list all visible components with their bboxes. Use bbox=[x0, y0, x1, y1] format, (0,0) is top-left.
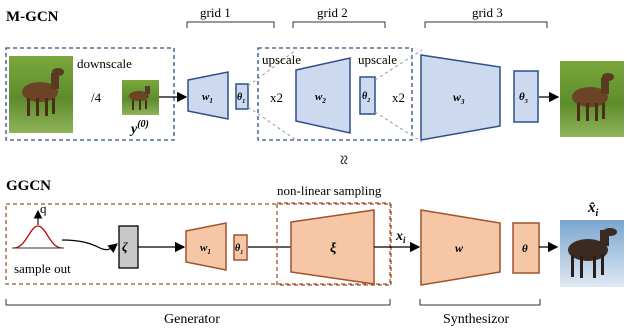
mgcn-w3-label: w3 bbox=[453, 90, 465, 106]
generator-bracket bbox=[5, 299, 391, 306]
grid3-label: grid 3 bbox=[472, 5, 503, 20]
ggcn-w1-block bbox=[185, 222, 227, 271]
input-image bbox=[9, 56, 73, 133]
y0-image bbox=[122, 80, 159, 115]
downscale-box bbox=[5, 47, 175, 141]
mgcn-w2-label: w2 bbox=[315, 91, 326, 105]
xi-block bbox=[290, 209, 375, 285]
ggcn-theta1-block bbox=[233, 234, 248, 261]
sample-out-label: sample out bbox=[14, 261, 71, 276]
synth-w-block bbox=[420, 209, 501, 286]
mgcn-theta2-label: θ2 bbox=[362, 91, 370, 104]
mgcn-w2-block bbox=[295, 57, 351, 134]
connector-1a bbox=[247, 49, 297, 87]
connector-1b bbox=[247, 106, 297, 141]
xi-label: xi bbox=[395, 229, 406, 245]
grid3-bracket bbox=[424, 21, 548, 28]
grid1-label: grid 1 bbox=[200, 5, 231, 20]
mgcn-w1-block bbox=[187, 71, 229, 120]
generated-image bbox=[560, 220, 624, 287]
connector-2b bbox=[374, 111, 423, 143]
synthesizor-label: Synthesizor bbox=[443, 312, 509, 327]
nonlinear-box bbox=[276, 202, 391, 286]
x2-label-a: x2 bbox=[270, 90, 283, 105]
mgcn-theta1-label: θ1 bbox=[237, 92, 245, 105]
y0-label: y(0) bbox=[129, 119, 149, 137]
sample-arrow bbox=[61, 239, 118, 253]
ggcn-title: GGCN bbox=[6, 178, 51, 194]
grid2-bracket bbox=[292, 21, 386, 28]
xi-symbol: ξ bbox=[330, 241, 337, 256]
mgcn-theta3-block bbox=[513, 70, 539, 123]
synth-w-label: w bbox=[455, 241, 464, 255]
mgcn-theta3-label: θ3 bbox=[519, 91, 528, 105]
div4-label: /4 bbox=[91, 90, 102, 105]
output-image bbox=[560, 61, 624, 137]
synthesizor-bracket bbox=[419, 299, 541, 306]
upscale-label-b: upscale bbox=[358, 52, 397, 67]
gaussian-curve bbox=[13, 225, 63, 249]
synth-theta-label: θ bbox=[522, 243, 528, 255]
ggcn-theta1-label: θ1 bbox=[235, 243, 243, 256]
grid1-bracket bbox=[186, 21, 275, 28]
zeta-label: ζ bbox=[122, 239, 129, 254]
x2-label-b: x2 bbox=[392, 90, 405, 105]
grid2-box bbox=[257, 47, 413, 141]
mgcn-theta1-block bbox=[235, 83, 249, 110]
approx-symbol: ≈ bbox=[334, 155, 354, 165]
mgcn-theta2-block bbox=[359, 76, 376, 115]
q-label: q bbox=[40, 201, 47, 216]
downscale-label: downscale bbox=[77, 56, 132, 71]
mgcn-title: M-GCN bbox=[6, 9, 59, 25]
nonlinear-label: non-linear sampling bbox=[277, 183, 382, 198]
grid2-label: grid 2 bbox=[317, 5, 348, 20]
upscale-label-a: upscale bbox=[262, 52, 301, 67]
xhat-label: x̂i bbox=[587, 200, 599, 219]
synth-theta-block bbox=[512, 222, 540, 274]
generator-label: Generator bbox=[164, 312, 220, 327]
ggcn-w1-label: w1 bbox=[200, 242, 211, 256]
generator-box bbox=[5, 203, 392, 285]
mgcn-w3-block bbox=[420, 54, 501, 141]
mgcn-w1-label: w1 bbox=[202, 91, 213, 105]
